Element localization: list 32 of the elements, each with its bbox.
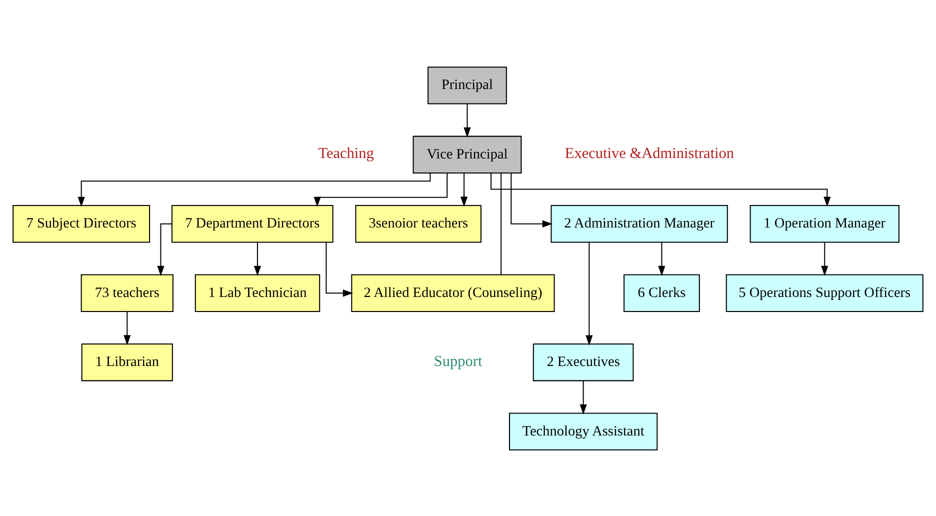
arrow: [586, 242, 593, 345]
node-box: 7 Subject Directors: [12, 204, 150, 242]
node-box: 6 Clerks: [624, 274, 700, 312]
arrow: [490, 172, 831, 206]
arrow: [254, 242, 262, 276]
arrow: [326, 242, 354, 296]
arrow: [124, 311, 131, 345]
arrow: [580, 380, 587, 414]
node-box: 1 Operation Manager: [750, 204, 900, 242]
arrow: [821, 242, 828, 276]
connector: [500, 172, 502, 274]
label: Executive &Administration: [564, 144, 734, 162]
arrow: [314, 172, 448, 207]
node-box: 2 Administration Manager: [550, 204, 728, 242]
node-box: 2 Executives: [532, 343, 634, 381]
node-box: 3senoior teachers: [355, 204, 482, 242]
node-box: 1 Lab Technician: [194, 274, 320, 312]
arrow: [460, 172, 468, 206]
arrow: [464, 103, 471, 138]
node-box: Vice Principal: [412, 135, 522, 173]
node-box: 73 teachers: [80, 274, 174, 312]
label: Teaching: [318, 144, 374, 162]
arrow: [658, 242, 666, 276]
node-box: Principal: [428, 66, 507, 104]
node-box: 5 Operations Support Officers: [726, 274, 924, 312]
node-box: 1 Librarian: [81, 343, 173, 381]
arrow: [510, 172, 553, 227]
node-box: 7 Department Directors: [171, 204, 334, 242]
arrow: [78, 172, 431, 207]
node-box: Technology Assistant: [508, 412, 658, 450]
label: Support: [434, 352, 482, 370]
node-box: 2 Allied Educator (Counseling): [351, 274, 555, 312]
